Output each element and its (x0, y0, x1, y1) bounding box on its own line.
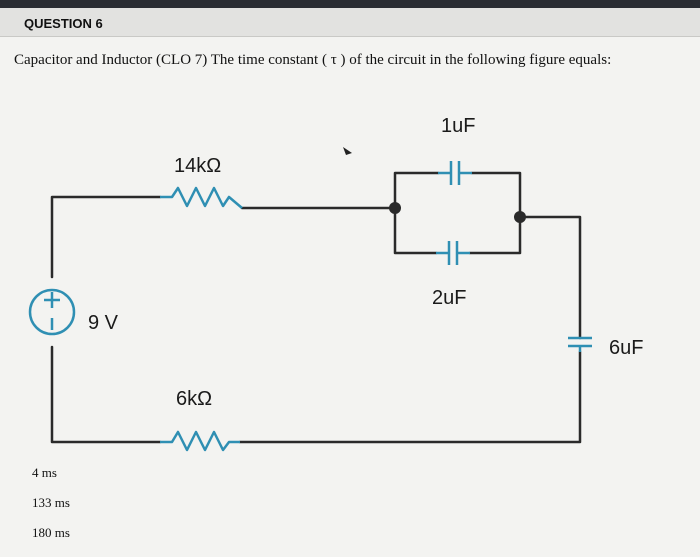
top-bar (0, 0, 700, 8)
label-6uF: 6uF (609, 337, 643, 359)
wire-top (240, 171, 440, 210)
label-14k: 14kΩ (174, 155, 221, 177)
label-1uF: 1uF (441, 115, 475, 137)
question-header (0, 8, 700, 37)
circuit-diagram: 9 V 14kΩ 6kΩ 1uF 2uF 6uF (28, 115, 643, 452)
option-133ms[interactable]: 133 ms (32, 495, 70, 510)
capacitor-6uF (568, 336, 592, 352)
answer-options: 4 ms 133 ms 180 ms (30, 465, 72, 555)
label-9v: 9 V (88, 312, 119, 334)
resistor-6k (160, 430, 240, 452)
wire-left (50, 195, 162, 279)
wire-c1-right (470, 171, 522, 219)
junction-right (514, 211, 526, 223)
mouse-cursor-icon (343, 147, 352, 155)
question-text: Capacitor and Inductor (CLO 7) The time … (14, 52, 612, 68)
wire-c2-left (393, 206, 438, 255)
wire-c3-bottom (238, 350, 582, 444)
label-2uF: 2uF (432, 287, 466, 309)
resistor-14k (160, 186, 243, 209)
capacitor-1uF (438, 161, 472, 185)
wire-bottom-left (50, 345, 162, 444)
wire-right (518, 215, 582, 340)
question-title: QUESTION 6 (24, 16, 103, 31)
option-4ms[interactable]: 4 ms (32, 465, 57, 480)
voltage-source (28, 288, 76, 336)
label-6k: 6kΩ (176, 388, 212, 410)
option-180ms[interactable]: 180 ms (32, 525, 70, 540)
junction-left (389, 202, 401, 214)
wire-c2-right (468, 215, 522, 255)
capacitor-2uF (436, 241, 470, 265)
